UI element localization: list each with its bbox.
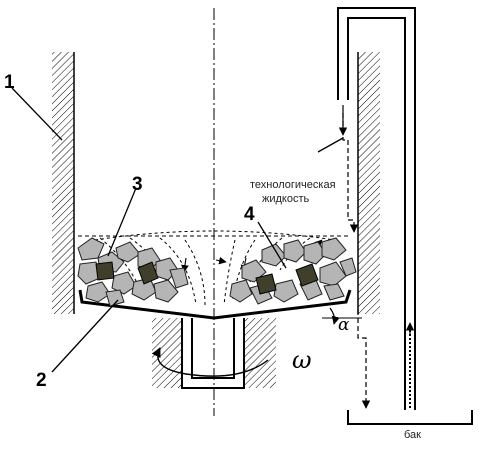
- drive-hub: [152, 318, 276, 389]
- label-4: 4: [244, 204, 255, 225]
- label-process-liquid-line1: технологическая: [250, 179, 336, 191]
- label-tank: бак: [404, 429, 421, 441]
- label-alpha: α: [338, 315, 350, 335]
- right-stone-bed: [229, 237, 357, 305]
- leader-lines: [11, 87, 344, 373]
- tank: [347, 410, 473, 425]
- right-wall: [357, 52, 380, 314]
- left-wall: [52, 52, 75, 314]
- process-liquid-flow: [338, 105, 371, 409]
- label-2: 2: [36, 370, 47, 391]
- label-omega: ω: [292, 346, 312, 374]
- label-1: 1: [4, 72, 15, 93]
- label-3: 3: [132, 174, 143, 195]
- label-process-liquid-line2: жидкость: [262, 193, 310, 205]
- left-stone-bed: [77, 237, 189, 307]
- angle-marker: [322, 307, 362, 325]
- feed-pipe: [337, 7, 416, 410]
- rotation-arrow: [151, 347, 269, 377]
